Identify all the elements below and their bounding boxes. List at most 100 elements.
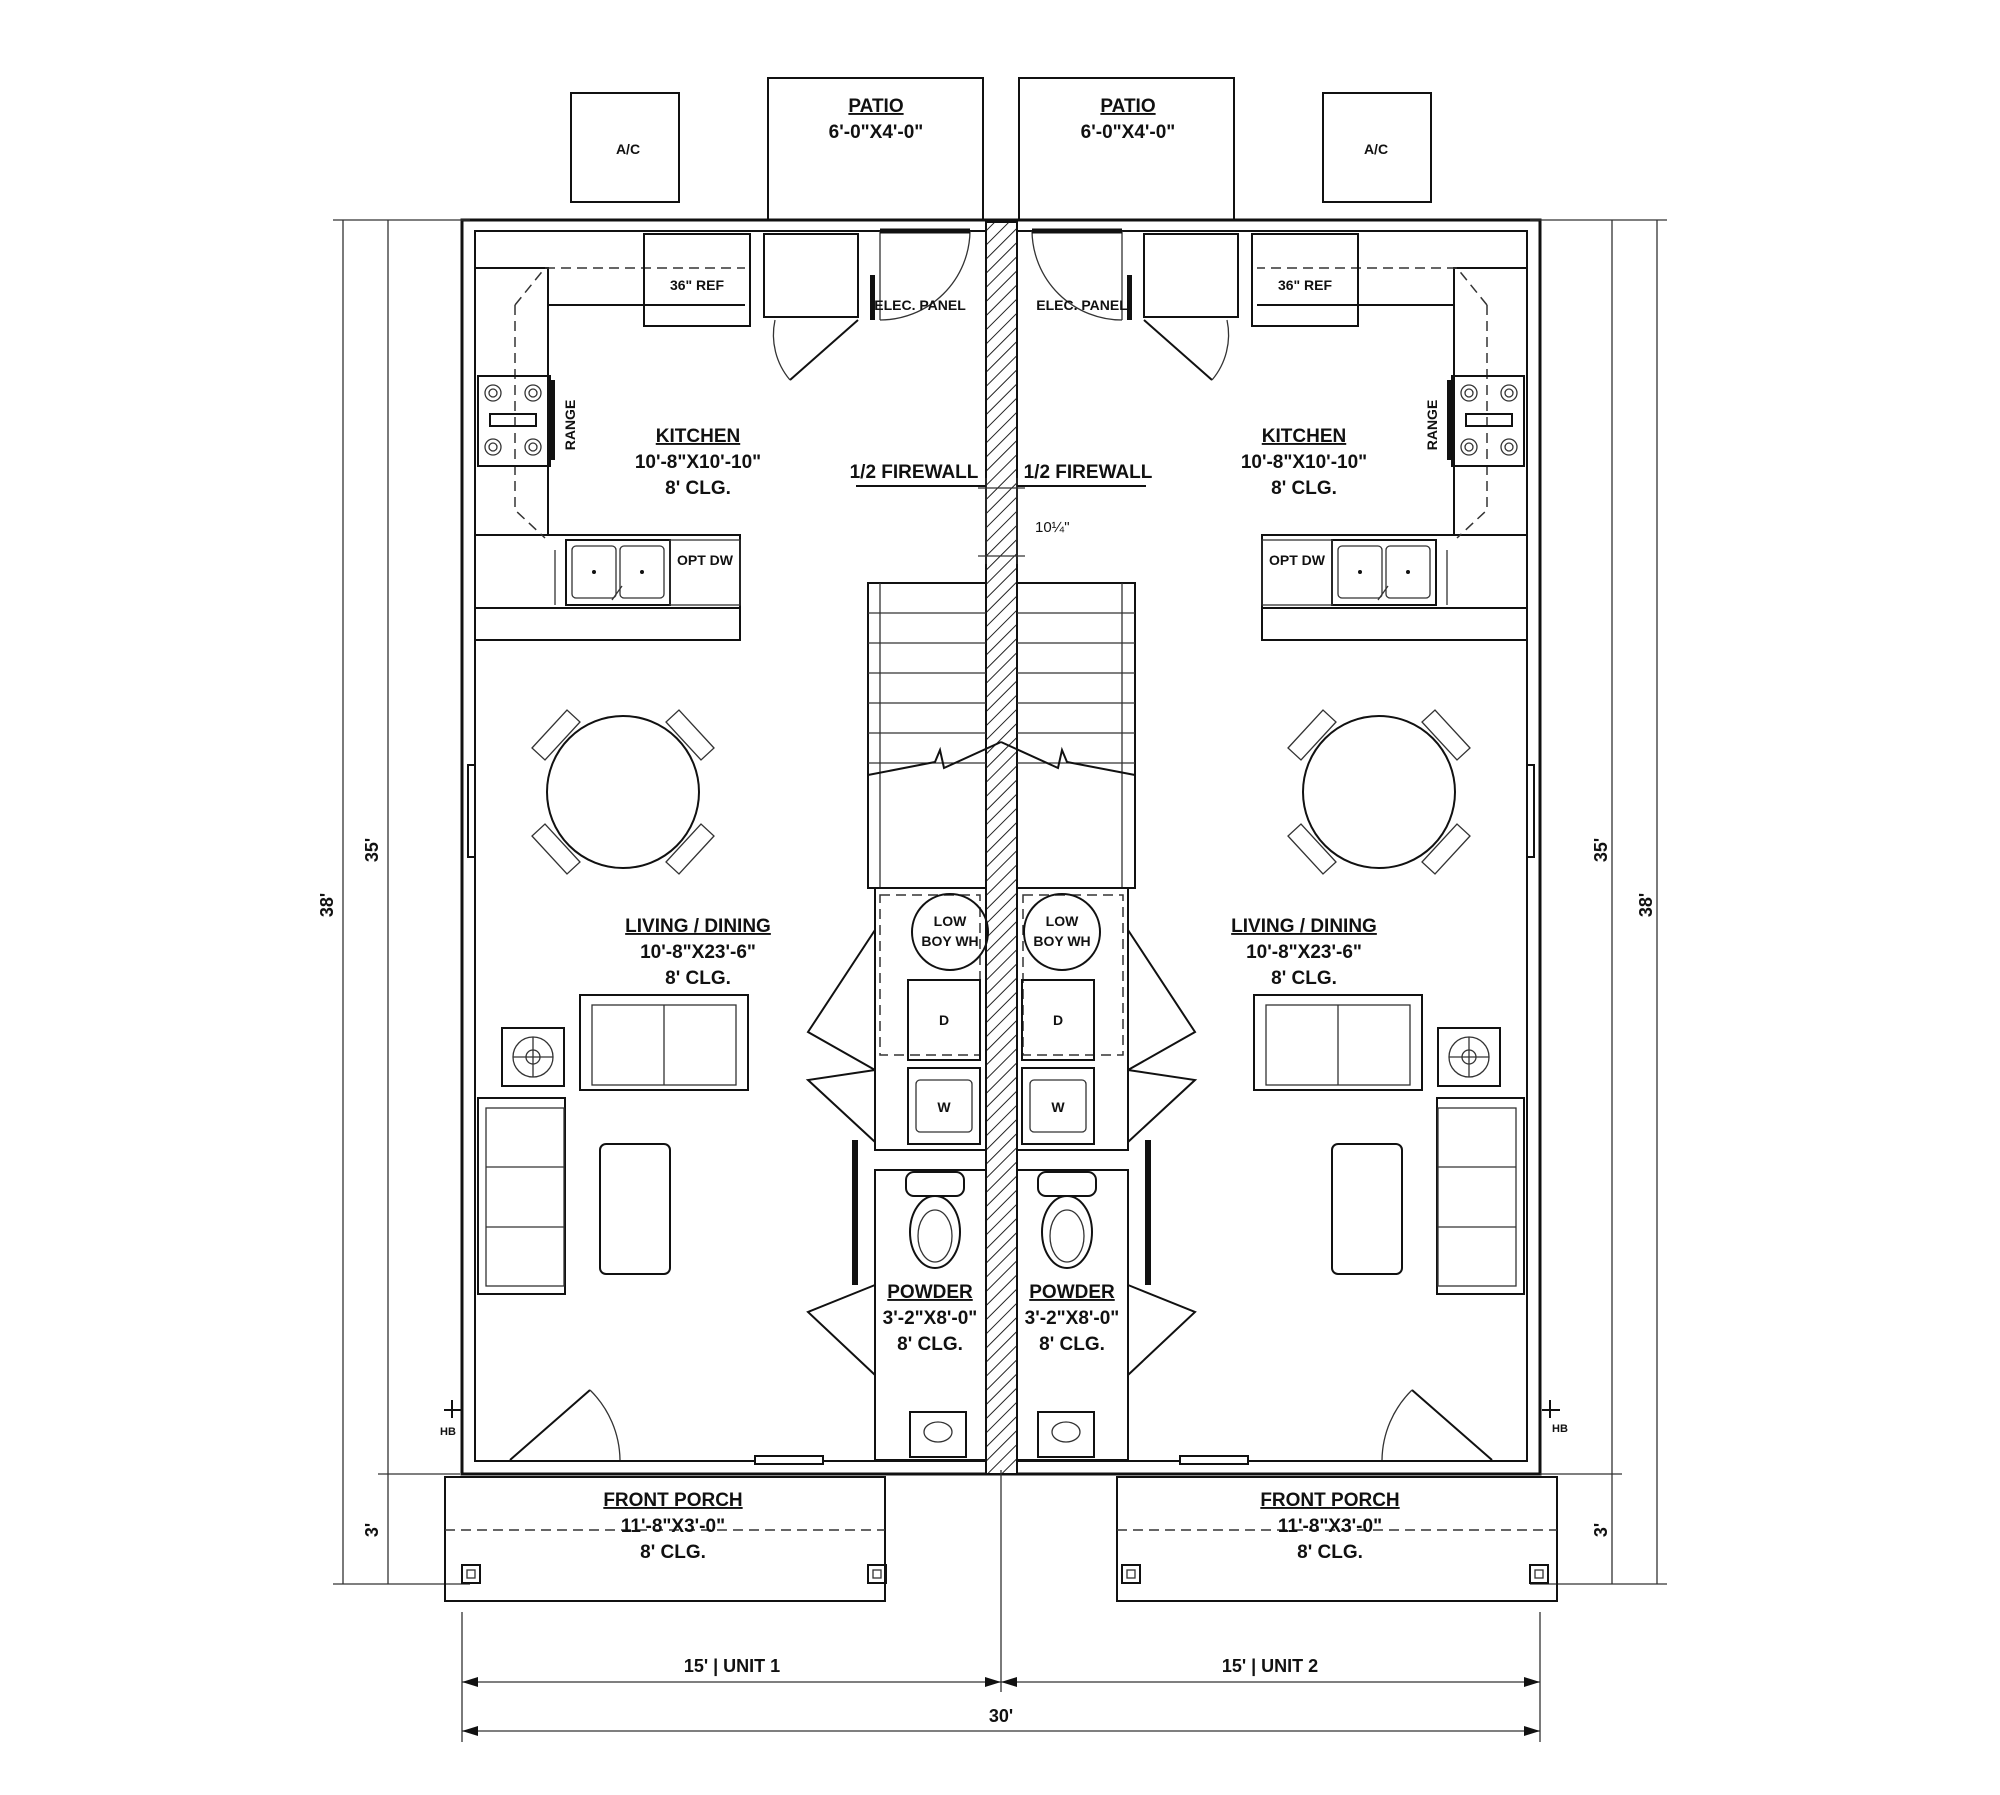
powder-size: 3'-2"X8'-0" [1025, 1308, 1120, 1329]
powder-name: POWDER [1029, 1282, 1115, 1303]
dryer-label: D [1053, 1012, 1063, 1028]
electrical-panel [1127, 275, 1132, 320]
front-door [1381, 1389, 1493, 1461]
living-dining-clg: 8' CLG. [1271, 968, 1337, 989]
porch-clg: 8' CLG. [1297, 1542, 1363, 1563]
washer-label: W [1051, 1099, 1065, 1115]
washer [1021, 1067, 1095, 1145]
body-depth-left: 35' [362, 838, 382, 862]
patio-name: PATIO [1100, 96, 1155, 117]
unit-2-width-label: 15' | UNIT 2 [1222, 1656, 1318, 1676]
patio-name: PATIO [848, 96, 903, 117]
living-dining-name: LIVING / DINING [625, 916, 771, 937]
patio [1018, 77, 1235, 221]
pantry-cabinet [763, 233, 859, 318]
sofa [1253, 994, 1423, 1091]
dryer-label: D [939, 1012, 949, 1028]
powder-size: 3'-2"X8'-0" [883, 1308, 978, 1329]
kitchen-clg: 8' CLG. [665, 478, 731, 499]
dishwasher [669, 539, 741, 606]
refrigerator-label: 36" REF [670, 277, 725, 293]
firewall-label-left: 1/2 FIREWALL [850, 462, 979, 483]
firewall-label-right: 1/2 FIREWALL [1024, 462, 1153, 483]
wall-thickness-label: 10¼" [1035, 519, 1070, 536]
dining-table [1287, 709, 1471, 875]
living-dining-name: LIVING / DINING [1231, 916, 1377, 937]
front-door [509, 1389, 621, 1461]
rear-door [772, 228, 971, 381]
side-sofa [1436, 1097, 1525, 1295]
overall-depth-right: 38' [1636, 893, 1656, 917]
firewall-labels: 1/2 FIREWALL 1/2 FIREWALL [850, 462, 1153, 487]
patio-size: 6'-0"X4'-0" [1081, 122, 1176, 143]
range-label: RANGE [1424, 400, 1440, 451]
lamp-table [1437, 1027, 1501, 1087]
dryer [1021, 979, 1095, 1061]
side-sofa [477, 1097, 566, 1295]
powder-room [1016, 1140, 1197, 1461]
coffee-table [1331, 1143, 1403, 1275]
living-dining-size: 10'-8"X23'-6" [640, 942, 756, 963]
porch-name: FRONT PORCH [1260, 1490, 1399, 1511]
kitchen-name: KITCHEN [1262, 426, 1346, 447]
dishwasher [1261, 539, 1333, 606]
porch-size: 11'-8"X3'-0" [1278, 1516, 1382, 1537]
water-heater [911, 893, 989, 971]
ac-pad [570, 92, 680, 203]
ac-pad [1322, 92, 1432, 203]
unit-1-width-label: 15' | UNIT 1 [684, 1656, 780, 1676]
overall-depth-left: 38' [317, 893, 337, 917]
coffee-table [599, 1143, 671, 1275]
stairs [1000, 582, 1136, 889]
water-heater-label-2: BOY WH [921, 933, 978, 949]
front-window [754, 1455, 824, 1465]
lamp-table [501, 1027, 565, 1087]
stairs [867, 582, 1002, 889]
overall-width-label: 30' [989, 1706, 1013, 1726]
refrigerator [1251, 233, 1359, 327]
dimension-lines [333, 219, 1667, 1742]
patio [767, 77, 984, 221]
range [477, 375, 555, 467]
pantry-cabinet [1143, 233, 1239, 318]
dryer [907, 979, 981, 1061]
refrigerator [643, 233, 751, 327]
porch-depth-right: 3' [1591, 1523, 1611, 1537]
front-window [1179, 1455, 1249, 1465]
kitchen-clg: 8' CLG. [1271, 478, 1337, 499]
water-heater-label-1: LOW [934, 913, 967, 929]
patio-size: 6'-0"X4'-0" [829, 122, 924, 143]
water-heater-label-2: BOY WH [1033, 933, 1090, 949]
electrical-panel-label: ELEC. PANEL [874, 297, 966, 313]
front-porch [444, 1476, 886, 1602]
powder-clg: 8' CLG. [1039, 1334, 1105, 1355]
toilet [905, 1171, 965, 1269]
living-dining-clg: 8' CLG. [665, 968, 731, 989]
hose-bib-label: HB [440, 1426, 456, 1438]
living-dining-size: 10'-8"X23'-6" [1246, 942, 1362, 963]
refrigerator-label: 36" REF [1278, 277, 1333, 293]
ac-label: A/C [616, 141, 640, 157]
water-heater-label-1: LOW [1046, 913, 1079, 929]
powder-room [806, 1140, 987, 1461]
porch-clg: 8' CLG. [640, 1542, 706, 1563]
powder-sink [1037, 1411, 1095, 1458]
kitchen-size: 10'-8"X10'-10" [635, 452, 761, 473]
powder-clg: 8' CLG. [897, 1334, 963, 1355]
water-heater [1023, 893, 1101, 971]
powder-sink [909, 1411, 967, 1458]
dishwasher-label: OPT DW [1269, 552, 1326, 568]
range-label: RANGE [562, 400, 578, 451]
hose-bib-label: HB [1552, 1423, 1568, 1435]
toilet [1037, 1171, 1097, 1269]
rear-door [1031, 228, 1230, 381]
kitchen-name: KITCHEN [656, 426, 740, 447]
party-firewall [985, 221, 1018, 1475]
body-depth-right: 35' [1591, 838, 1611, 862]
porch-depth-left: 3' [362, 1523, 382, 1537]
dining-table [531, 709, 715, 875]
kitchen-sink [565, 539, 671, 606]
electrical-panel [870, 275, 875, 320]
unit-2: A/C PATIO 6'-0"X4'-0" 36" REF RANGE [1000, 77, 1568, 1602]
